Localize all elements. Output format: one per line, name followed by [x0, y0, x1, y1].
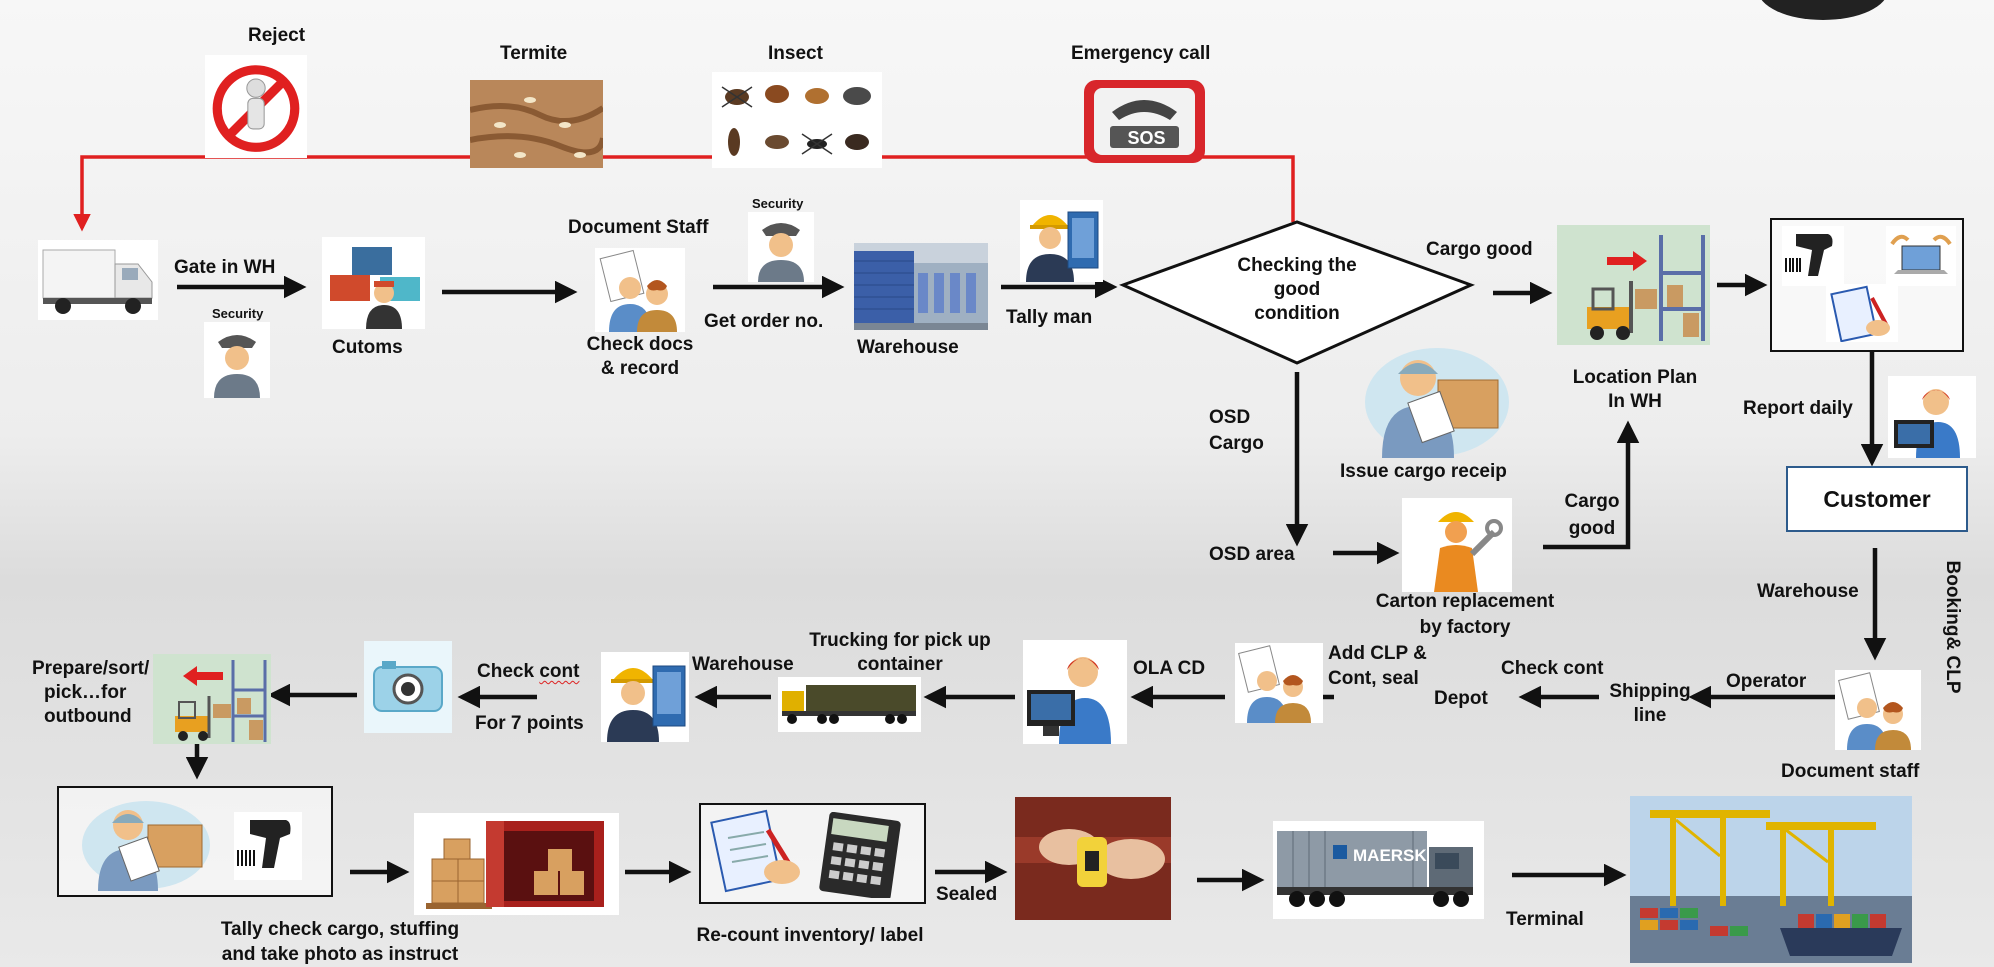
label-trucking-1: Trucking for pick up: [809, 630, 991, 651]
label-customs: Cutoms: [332, 337, 403, 358]
document-staff-icon-3: [1235, 643, 1323, 723]
operator-computer-icon: [1888, 376, 1976, 458]
calculator-icon: [814, 812, 908, 898]
label-ola-cd: OLA CD: [1133, 658, 1206, 679]
label-prepare-3: outbound: [44, 706, 132, 727]
customer-box: Customer: [1786, 466, 1968, 532]
label-report-daily: Report daily: [1743, 398, 1853, 419]
label-tally-man: Tally man: [1006, 307, 1093, 328]
label-add-clp-2: Cont, seal: [1328, 668, 1419, 689]
carton-worker-icon: [1402, 498, 1512, 592]
label-security-gate: Security: [212, 306, 264, 321]
label-warehouse-mid: Warehouse: [692, 654, 794, 675]
label-check-cont-depot-1: Check cont: [1501, 658, 1604, 679]
label-cargo-good-mid-2: good: [1568, 518, 1616, 539]
label-booking-clp: Booking& CLP: [1942, 560, 1963, 694]
label-location-plan-1: Location Plan: [1572, 367, 1698, 388]
security-guard-icon: [204, 322, 270, 398]
cargo-receipt-icon: [1358, 340, 1516, 458]
forklift-rack-icon-2: [153, 654, 271, 744]
label-osd-1: OSD: [1209, 407, 1251, 428]
tally-man-icon-2: [601, 652, 689, 742]
label-osd-area: OSD area: [1209, 544, 1295, 565]
corner-decoration: [1758, 0, 1888, 20]
laptop-icon: [1886, 226, 1956, 286]
security-guard-icon-2: [748, 212, 814, 282]
label-insect: Insect: [768, 43, 823, 64]
camera-icon: [364, 641, 452, 733]
label-checking-1: Checking the: [1237, 255, 1357, 276]
label-add-clp-1: Add CLP &: [1328, 643, 1427, 664]
label-carton-2: by factory: [1419, 617, 1511, 638]
label-check-cont-7-1: Check cont: [477, 660, 579, 684]
warehouse-icon: [854, 243, 988, 330]
sos-text: SOS: [1127, 128, 1166, 148]
tally-man-icon: [1020, 200, 1103, 282]
label-depot: Depot: [1434, 688, 1488, 709]
label-sealed: Sealed: [936, 884, 998, 905]
label-tally-check-1: Tally check cargo, stuffing: [220, 919, 460, 940]
label-gate-in-wh: Gate in WH: [174, 257, 276, 278]
cargo-receipt-icon-2: [76, 795, 216, 891]
clipboard-writing-icon-2: [706, 808, 816, 898]
label-terminal: Terminal: [1506, 909, 1584, 930]
label-prepare-2: pick…for: [44, 682, 127, 703]
label-cargo-good-mid-1: Cargo: [1564, 491, 1620, 512]
label-prepare-1: Prepare/sort/: [32, 658, 150, 679]
document-staff-icon-2: [1835, 670, 1921, 750]
termite-icon: [470, 80, 603, 168]
label-operator: Operator: [1726, 671, 1807, 692]
label-warehouse-top: Warehouse: [857, 337, 959, 358]
reject-icon: [205, 55, 307, 158]
label-carton-1: Carton replacement: [1375, 591, 1555, 612]
check-word: Check: [477, 661, 535, 682]
maersk-text: MAERSK: [1353, 846, 1427, 865]
seal-icon: [1015, 797, 1171, 920]
cont-word: cont: [539, 661, 580, 682]
barcode-scanner-icon-2: [234, 812, 302, 880]
container-stuffing-icon: [414, 813, 619, 915]
maersk-truck-icon: MAERSK: [1273, 821, 1484, 919]
document-staff-icon: [595, 248, 685, 332]
customs-icon: [322, 237, 425, 329]
label-emergency-call: Emergency call: [1071, 43, 1211, 64]
label-termite: Termite: [500, 43, 568, 64]
trailer-icon: [778, 677, 921, 732]
label-checking-2: good: [1273, 279, 1321, 300]
label-recount: Re-count inventory/ label: [696, 925, 924, 946]
operator-computer-icon-2: [1023, 640, 1127, 744]
label-shipping-2: line: [1633, 705, 1667, 726]
label-check-docs-1: Check docs: [586, 334, 694, 355]
label-reject: Reject: [248, 25, 306, 46]
label-checking-3: condition: [1254, 303, 1340, 324]
port-terminal-icon: [1630, 796, 1912, 963]
barcode-scanner-icon: [1782, 226, 1844, 286]
label-cargo-good-top: Cargo good: [1426, 239, 1533, 260]
label-security-order: Security: [752, 196, 804, 211]
truck-icon: [38, 240, 158, 320]
label-document-staff-top: Document Staff: [568, 217, 709, 238]
label-trucking-2: container: [857, 654, 943, 675]
label-tally-check-2: and take photo as instruct: [221, 944, 459, 965]
label-osd-2: Cargo: [1209, 433, 1264, 454]
label-check-docs-2: & record: [600, 358, 680, 379]
sos-phone-icon: SOS: [1082, 78, 1207, 165]
forklift-rack-icon: [1557, 225, 1710, 345]
label-get-order-no: Get order no.: [704, 311, 824, 332]
label-shipping-1: Shipping: [1609, 681, 1691, 702]
label-document-staff-bottom: Document staff: [1781, 761, 1920, 782]
clipboard-writing-icon: [1826, 284, 1898, 342]
label-location-plan-2: In WH: [1608, 391, 1662, 412]
label-check-cont-7-2: For 7 points: [475, 713, 584, 734]
label-issue-cargo-receipt: Issue cargo receip: [1340, 461, 1507, 482]
insects-icon: [712, 72, 882, 168]
label-warehouse-right: Warehouse: [1757, 581, 1859, 602]
